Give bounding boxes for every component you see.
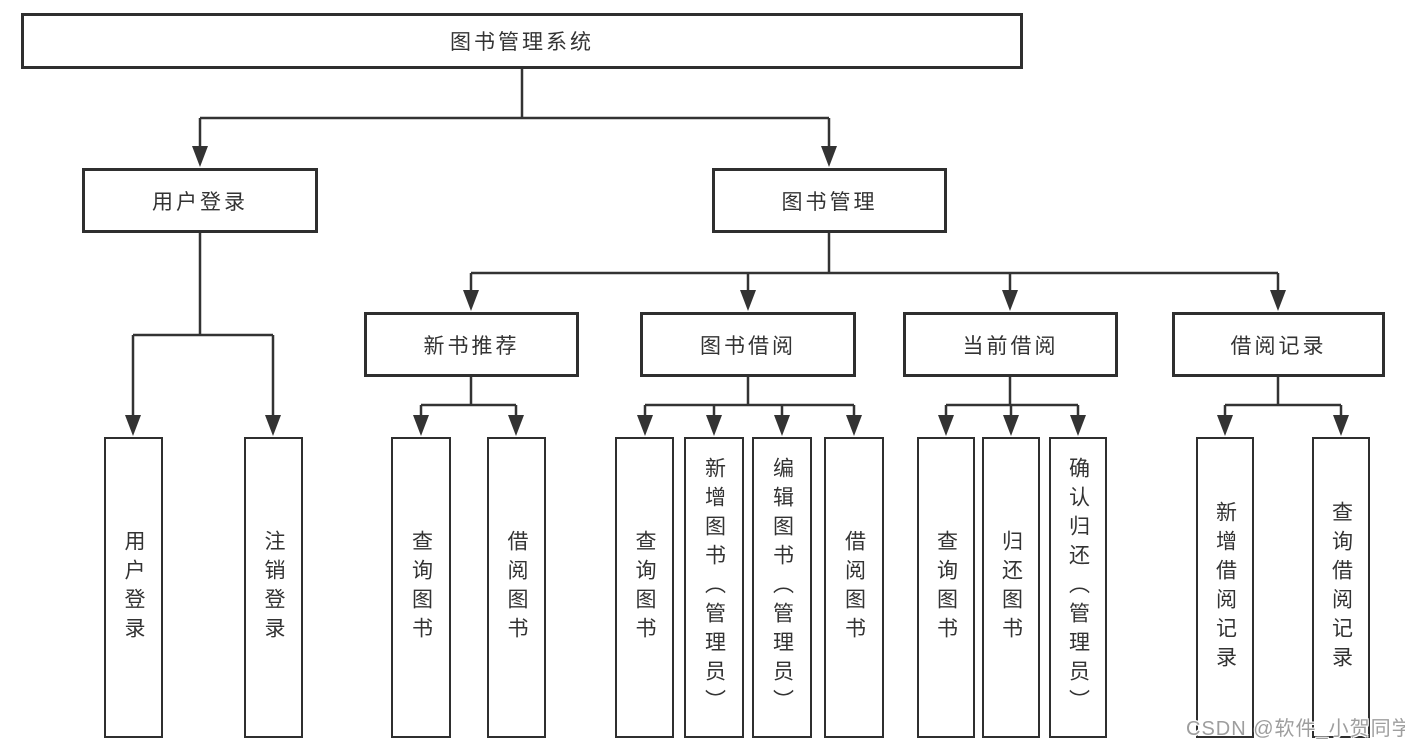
node-query-borrow-record: 查询借阅记录 bbox=[1312, 437, 1370, 738]
node-add-borrow-record-label: 新增借阅记录 bbox=[1213, 500, 1237, 675]
node-query-borrow-record-label: 查询借阅记录 bbox=[1329, 500, 1353, 675]
edge-user-login-to-leaves bbox=[131, 233, 275, 418]
node-current-borrow: 当前借阅 bbox=[903, 312, 1118, 377]
node-query-books-current-label: 查询图书 bbox=[934, 529, 958, 646]
node-add-book-admin-label: 新增图书（管理员） bbox=[702, 457, 726, 718]
node-query-books-borrow: 查询图书 bbox=[615, 437, 674, 738]
node-book-borrow: 图书借阅 bbox=[640, 312, 856, 377]
node-user-login-label: 用户登录 bbox=[152, 190, 248, 214]
node-query-books-recommend: 查询图书 bbox=[391, 437, 451, 738]
edge-book-management-to-level3 bbox=[469, 233, 1280, 293]
node-borrow-books-recommend-label: 借阅图书 bbox=[505, 529, 529, 646]
node-add-book-admin: 新增图书（管理员） bbox=[684, 437, 744, 738]
edge-borrow-records-to-leaves bbox=[1223, 377, 1343, 418]
node-query-books-recommend-label: 查询图书 bbox=[409, 529, 433, 646]
node-new-book-recommend-label: 新书推荐 bbox=[423, 334, 520, 358]
node-confirm-return-admin: 确认归还（管理员） bbox=[1049, 437, 1107, 738]
node-user-login: 用户登录 bbox=[82, 168, 318, 233]
node-current-borrow-label: 当前借阅 bbox=[962, 334, 1059, 358]
node-borrow-books-leaf: 借阅图书 bbox=[824, 437, 884, 738]
node-logout: 注销登录 bbox=[244, 437, 303, 738]
node-book-management-label: 图书管理 bbox=[781, 190, 878, 214]
node-user-login-leaf: 用户登录 bbox=[104, 437, 163, 738]
node-add-borrow-record: 新增借阅记录 bbox=[1196, 437, 1254, 738]
node-borrow-records: 借阅记录 bbox=[1172, 312, 1385, 377]
node-logout-label: 注销登录 bbox=[262, 529, 286, 646]
edge-new-book-recommend-to-leaves bbox=[419, 377, 518, 418]
node-user-login-leaf-label: 用户登录 bbox=[122, 529, 146, 646]
node-library-system-label: 图书管理系统 bbox=[450, 31, 594, 54]
node-edit-book-admin-label: 编辑图书（管理员） bbox=[770, 457, 794, 718]
edge-book-borrow-to-leaves bbox=[643, 377, 856, 418]
node-return-book: 归还图书 bbox=[982, 437, 1040, 738]
edge-root-to-level2 bbox=[198, 69, 831, 149]
node-borrow-records-label: 借阅记录 bbox=[1230, 334, 1327, 358]
node-query-books-current: 查询图书 bbox=[917, 437, 975, 738]
node-book-management: 图书管理 bbox=[712, 168, 947, 233]
node-confirm-return-admin-label: 确认归还（管理员） bbox=[1066, 457, 1090, 718]
node-query-books-borrow-label: 查询图书 bbox=[633, 529, 657, 646]
node-edit-book-admin: 编辑图书（管理员） bbox=[752, 437, 812, 738]
node-borrow-books-leaf-label: 借阅图书 bbox=[842, 529, 866, 646]
edge-lines bbox=[131, 69, 1343, 418]
node-return-book-label: 归还图书 bbox=[999, 529, 1023, 646]
node-new-book-recommend: 新书推荐 bbox=[364, 312, 579, 377]
watermark: CSDN @软件_小贺同学 bbox=[1186, 718, 1405, 740]
edge-current-borrow-to-leaves bbox=[944, 377, 1080, 418]
node-book-borrow-label: 图书借阅 bbox=[700, 334, 796, 358]
node-library-system: 图书管理系统 bbox=[21, 13, 1023, 69]
node-borrow-books-recommend: 借阅图书 bbox=[487, 437, 546, 738]
